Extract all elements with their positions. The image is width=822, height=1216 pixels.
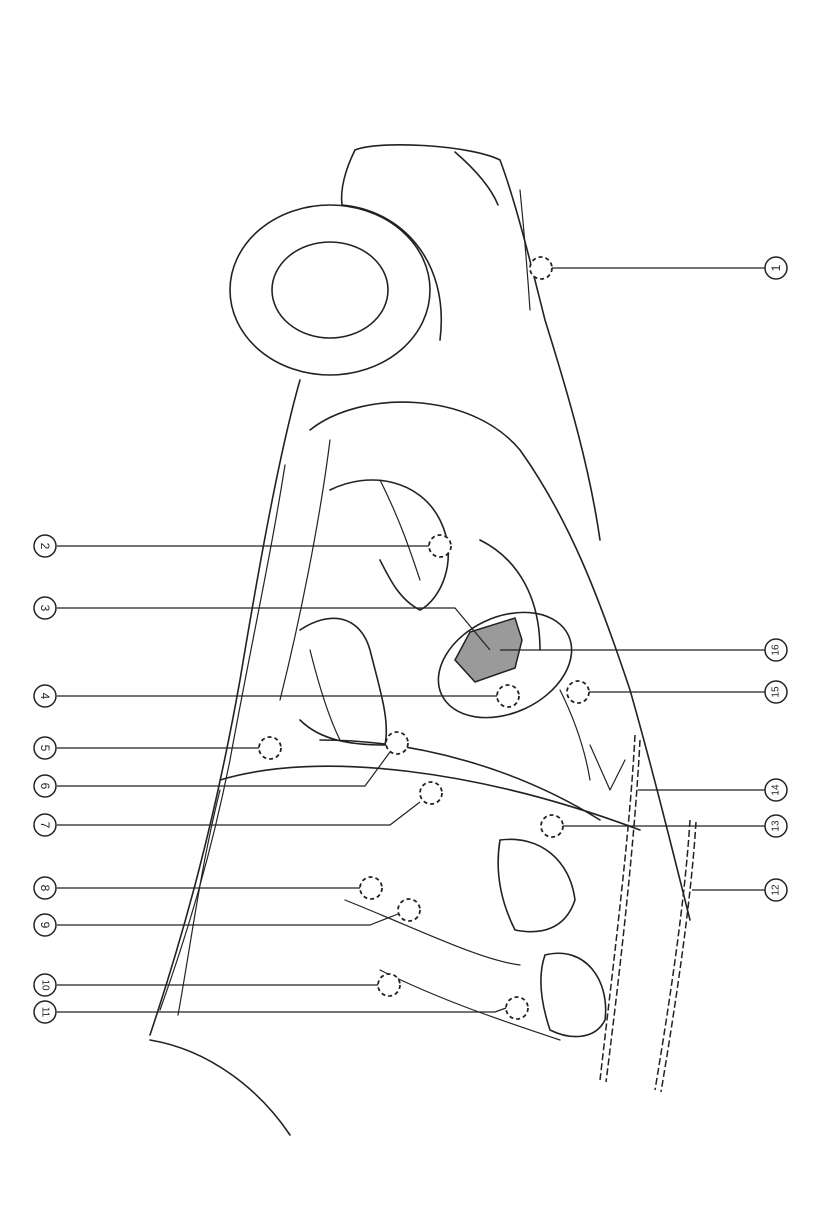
- callout-label: 7: [38, 822, 52, 829]
- location-marker-15: [566, 680, 590, 704]
- rear-bumper-edge: [340, 149, 356, 206]
- driver-seat-back: [299, 617, 388, 746]
- door-trim-line: [344, 899, 521, 966]
- callout-label: 9: [38, 922, 52, 929]
- callout-label: 12: [771, 884, 782, 896]
- steering-wheel: [437, 611, 573, 719]
- leader-3: [57, 607, 491, 651]
- lower-body-line: [149, 379, 301, 1036]
- rear-seat-cushion: [479, 539, 541, 651]
- steering-airbag-pad: [454, 617, 523, 683]
- location-marker-6: [385, 731, 409, 755]
- callout-10: 10: [33, 973, 57, 997]
- callout-8: 8: [33, 876, 57, 900]
- rear-quarter-line: [519, 189, 531, 311]
- location-markers: [258, 256, 590, 1020]
- location-marker-13: [540, 814, 564, 838]
- callout-label: 2: [38, 543, 52, 550]
- callout-label: 8: [38, 885, 52, 892]
- location-marker-10: [377, 973, 401, 997]
- callout-label: 6: [38, 783, 52, 790]
- location-marker-1: [529, 256, 553, 280]
- callout-2: 2: [33, 534, 57, 558]
- callout-label: 3: [38, 605, 52, 612]
- callout-11: 11: [33, 1000, 57, 1024]
- callout-label: 16: [771, 644, 782, 656]
- callout-label: 11: [40, 1007, 51, 1018]
- dashboard-edge: [219, 765, 641, 831]
- rear-seat-back: [329, 479, 450, 611]
- callout-7: 7: [33, 813, 57, 837]
- callout-6: 6: [33, 774, 57, 798]
- location-marker-9: [397, 898, 421, 922]
- callout-15: 15: [764, 680, 788, 704]
- callout-4: 4: [33, 684, 57, 708]
- passenger-seat-cushion: [497, 838, 576, 933]
- callout-3: 3: [33, 596, 57, 620]
- wire-harnesses: [599, 734, 697, 1093]
- rear-tire: [229, 204, 431, 376]
- callout-16: 16: [764, 638, 788, 662]
- floor-line: [379, 969, 561, 1041]
- location-marker-2: [428, 534, 452, 558]
- callout-label: 15: [771, 686, 782, 698]
- leader-7: [57, 801, 421, 826]
- location-marker-4: [496, 684, 520, 708]
- harness-14-route-b: [605, 739, 641, 1083]
- callout-label: 5: [38, 745, 52, 752]
- leader-9: [57, 913, 399, 926]
- location-marker-8: [359, 876, 383, 900]
- center-console-top: [319, 739, 601, 821]
- rear-body-outline: [354, 144, 601, 541]
- callout-label: 1: [769, 264, 783, 271]
- leader-6: [57, 751, 391, 787]
- callout-1: 1: [764, 256, 788, 280]
- callout-13: 13: [764, 814, 788, 838]
- callout-12: 12: [764, 878, 788, 902]
- callout-label: 10: [40, 979, 51, 991]
- front-passenger-seat: [540, 952, 607, 1038]
- rear-wheel-arch: [341, 204, 443, 341]
- rear-seat-fold: [379, 479, 421, 581]
- callout-label: 4: [38, 693, 52, 700]
- harness-12-route: [654, 819, 691, 1091]
- b-pillar-detail: [589, 744, 626, 791]
- pillar-line: [279, 439, 331, 701]
- front-wheel-arch: [149, 1039, 291, 1136]
- callout-5: 5: [33, 736, 57, 760]
- tail-light-outline: [454, 151, 499, 206]
- door-sill-line: [159, 464, 286, 1011]
- harness-14-route: [599, 734, 636, 1081]
- location-marker-5: [258, 736, 282, 760]
- leader-11: [57, 1007, 507, 1013]
- location-marker-11: [505, 996, 529, 1020]
- callout-badges: 1 2 3 4 5 6 7 8: [33, 256, 788, 1024]
- rocker-line: [177, 789, 221, 1016]
- front-door-edge: [559, 689, 591, 781]
- harness-12-route-b: [660, 821, 697, 1093]
- callout-label: 14: [771, 784, 782, 796]
- callout-14: 14: [764, 778, 788, 802]
- leader-lines: [57, 267, 765, 1013]
- driver-seat-seam: [309, 649, 341, 741]
- rear-wheel-rim: [271, 241, 389, 339]
- callout-label: 13: [771, 820, 782, 832]
- callout-9: 9: [33, 913, 57, 937]
- location-marker-7: [419, 781, 443, 805]
- vehicle-outline: [149, 144, 691, 1136]
- roof-line: [309, 401, 691, 921]
